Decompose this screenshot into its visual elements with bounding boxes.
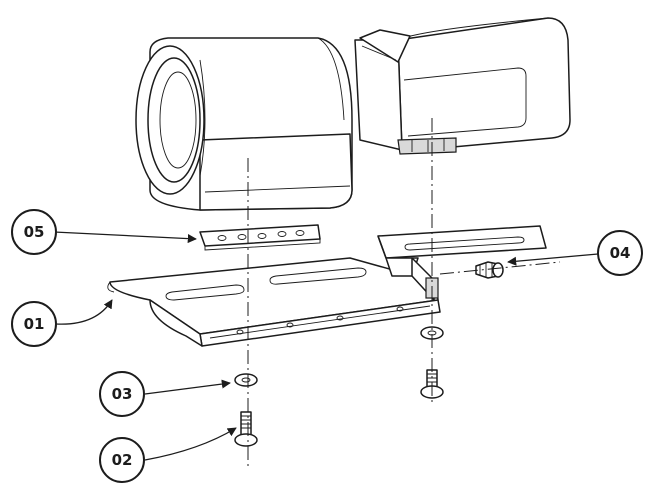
callout-01-label: 01 <box>24 315 45 333</box>
lip-holes <box>236 306 404 335</box>
callout-04: 04 <box>507 230 643 276</box>
callout-03: 03 <box>99 371 231 417</box>
callout-02: 02 <box>99 427 237 483</box>
screw-02 <box>234 411 258 447</box>
callout-05-label: 05 <box>24 223 45 241</box>
callout-04-label: 04 <box>610 244 631 262</box>
clamp-bracket-04 <box>377 225 547 301</box>
callout-05: 05 <box>11 209 197 255</box>
assembly-axes <box>247 118 561 470</box>
camera-housing <box>135 17 571 211</box>
washer-03 <box>234 373 258 387</box>
callout-02-label: 02 <box>112 451 133 469</box>
screw-04 <box>475 261 504 279</box>
callout-03-label: 03 <box>112 385 133 403</box>
callout-01: 01 <box>11 299 113 347</box>
spacer-plate-05 <box>199 224 321 251</box>
